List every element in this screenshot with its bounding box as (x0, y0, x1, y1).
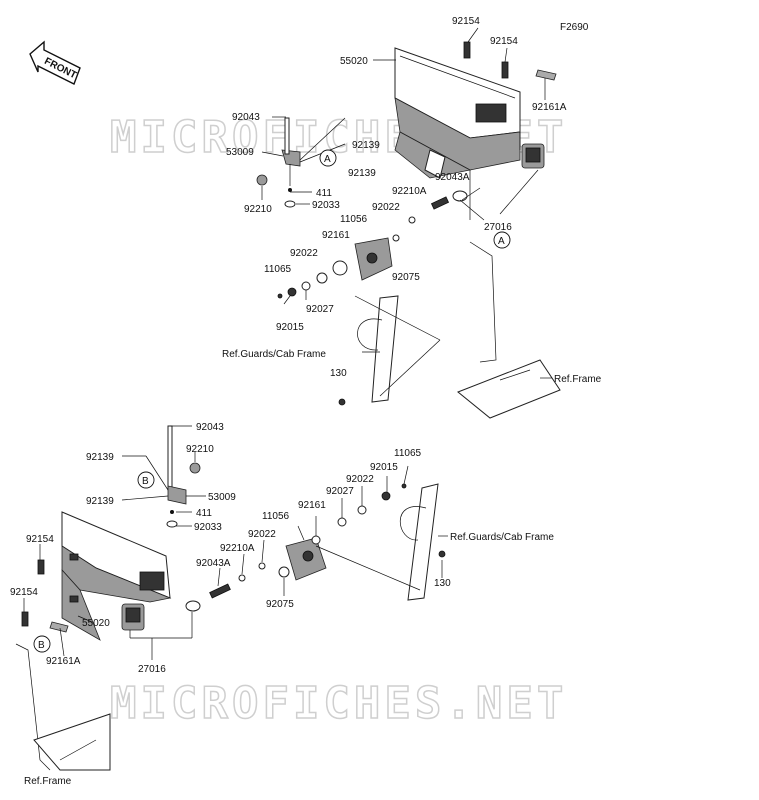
label-ref-guards: Ref.Guards/Cab Frame (222, 349, 326, 360)
label-92154-b: 92154 (490, 36, 518, 47)
label-b-92139-a: 92139 (86, 452, 114, 463)
label-92154-a: 92154 (452, 16, 480, 27)
front-arrow-icon: FRONT (29, 40, 81, 85)
ref-frame-top (457, 241, 561, 419)
label-92043: 92043 (232, 112, 260, 123)
label-130: 130 (330, 368, 347, 379)
label-53009: 53009 (226, 147, 254, 158)
label-b-92161A: 92161A (46, 656, 81, 667)
label-b-92022: 92022 (346, 474, 374, 485)
label-27016: 27016 (484, 222, 512, 233)
label-92027: 92027 (306, 304, 334, 315)
label-b-27016: 27016 (138, 664, 166, 675)
label-b-55020: 55020 (82, 618, 110, 629)
label-b-92015: 92015 (370, 462, 398, 473)
label-b-92027: 92027 (326, 486, 354, 497)
label-b-92043A: 92043A (196, 558, 231, 569)
label-b-92154-b: 92154 (10, 587, 38, 598)
callout-b-frame-label: B (38, 640, 45, 651)
label-55020: 55020 (340, 56, 368, 67)
figure-code: F2690 (560, 22, 589, 33)
gasket-92161A-top (535, 69, 557, 81)
label-92015: 92015 (276, 322, 304, 333)
callout-b-bracket-label: B (142, 476, 149, 487)
label-ref-frame: Ref.Frame (554, 374, 602, 385)
label-b-92075: 92075 (266, 599, 294, 610)
label-b-92139-b: 92139 (86, 496, 114, 507)
lamp-socket-top (452, 143, 545, 202)
mount-plate-top (277, 196, 450, 299)
label-92161A: 92161A (532, 102, 567, 113)
label-b-11065: 11065 (394, 448, 422, 459)
callout-a-top: A A (319, 149, 511, 249)
label-92022-b: 92022 (290, 248, 318, 259)
guards-frame-top (338, 295, 399, 406)
callout-a-frame-label: A (498, 236, 505, 247)
mount-plate-bottom (209, 483, 407, 599)
label-b-92210: 92210 (186, 444, 214, 455)
ref-frame-bottom (15, 643, 111, 771)
label-11056: 11056 (340, 214, 368, 225)
label-92043A: 92043A (435, 172, 470, 183)
label-92075: 92075 (392, 272, 420, 283)
label-411: 411 (316, 188, 332, 199)
label-92210: 92210 (244, 204, 272, 215)
label-92161: 92161 (322, 230, 350, 241)
label-11065: 11065 (264, 264, 292, 275)
bolt-92154-bottom (21, 559, 45, 627)
label-b-ref-frame: Ref.Frame (24, 776, 72, 787)
bracket-53009-bottom (166, 425, 201, 528)
bolt-92154-top (463, 41, 509, 79)
label-b-92033: 92033 (194, 522, 222, 533)
label-b-411: 411 (196, 508, 212, 519)
lamp-socket-bottom (121, 600, 201, 631)
callout-b: B B (33, 471, 155, 653)
label-92033: 92033 (312, 200, 340, 211)
leaders-top (261, 27, 552, 397)
leaders-bottom (23, 425, 448, 660)
label-b-92022-b: 92022 (248, 529, 276, 540)
label-b-92043: 92043 (196, 422, 224, 433)
label-b-130: 130 (434, 578, 451, 589)
label-92022: 92022 (372, 202, 400, 213)
taillight-housing-top (394, 47, 521, 179)
label-92210A: 92210A (392, 186, 427, 197)
taillight-housing-bottom (49, 511, 172, 641)
watermark-bottom: MICROFICHES.NET (110, 678, 567, 729)
callout-a-top-label: A (324, 154, 331, 165)
label-b-ref-guards: Ref.Guards/Cab Frame (450, 532, 554, 543)
guards-frame-bottom (400, 483, 446, 601)
bracket-53009-top (256, 117, 301, 208)
label-b-92154-a: 92154 (26, 534, 54, 545)
label-92139-a: 92139 (352, 140, 380, 151)
label-92139-b: 92139 (348, 168, 376, 179)
label-b-53009: 53009 (208, 492, 236, 503)
label-b-92210A: 92210A (220, 543, 255, 554)
label-b-92161: 92161 (298, 500, 326, 511)
label-b-11056: 11056 (262, 511, 290, 522)
